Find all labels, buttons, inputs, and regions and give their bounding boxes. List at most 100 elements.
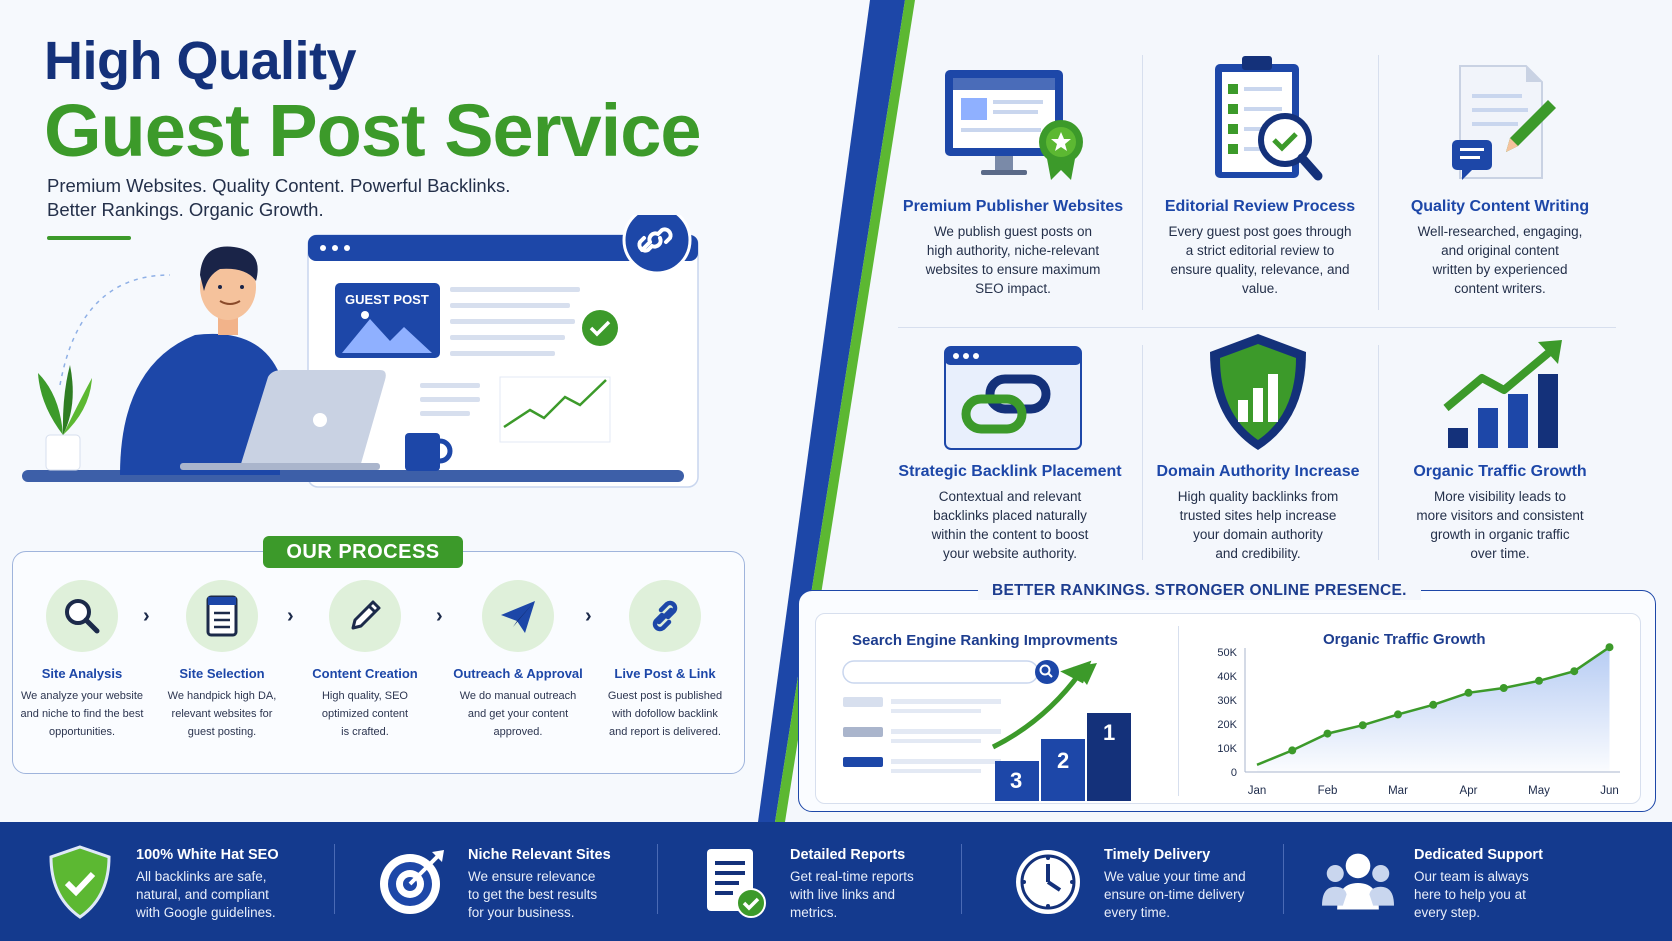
ranking-illustration [842,660,1131,801]
x-tick-label: Jan [1248,785,1267,797]
clipboard-magnifier-icon [1140,50,1380,190]
title-rule [47,236,131,240]
y-tick-label: 40K [1217,671,1237,683]
step-title: Outreach & Approval [453,666,583,681]
rankings-heading: BETTER RANKINGS. STRONGER ONLINE PRESENC… [978,582,1421,600]
footer-desc-line: Get real-time reports [790,869,914,884]
footer-desc-line: to get the best results [468,887,598,902]
traffic-data-point [1288,746,1297,755]
step-desc-line: and get your content [467,708,569,720]
hero-illustration [22,215,699,488]
process-step-site-selection: Site Selection We handpick high DA, rele… [147,580,297,741]
step-desc-line: and niche to find the best [20,708,144,720]
footer-desc-line: every time. [1104,905,1171,920]
step-desc: We do manual outreach and get your conte… [443,687,593,741]
traffic-area-fill [1257,647,1610,772]
paper-plane-icon [482,580,554,652]
step-title: Site Analysis [41,666,123,681]
bar-growth-icon [1380,315,1620,455]
step-desc-line: Guest post is published [607,690,723,702]
footer-desc-line: natural, and compliant [136,887,269,902]
footer-desc-line: We ensure relevance [468,869,596,884]
footer-desc-line: every step. [1414,905,1481,920]
chevron-right-icon: › [585,605,592,627]
footer-item-title: 100% White Hat SEO [136,847,279,863]
step-title: Live Post & Link [614,666,716,681]
footer-divider [961,844,962,914]
report-icon [698,844,770,920]
step-desc-line: with dofollow backlink [612,708,718,720]
feature-desc-line: within the content to boost [931,527,1089,542]
feature-premium-publisher: Premium Publisher Websites We publish gu… [893,50,1133,298]
document-pen-icon [1380,50,1620,190]
y-tick-label: 0 [1231,767,1237,779]
process-step-content-creation: Content Creation High quality, SEO optim… [290,580,440,741]
podium-rank-3: 3 [1010,768,1023,793]
feature-title: Domain Authority Increase [1156,463,1360,480]
footer-item-title: Dedicated Support [1414,847,1543,863]
traffic-data-point [1429,700,1438,709]
traffic-chart-title: Organic Traffic Growth [1323,631,1486,648]
feature-quality-content: Quality Content Writing Well-researched,… [1380,50,1620,298]
step-desc-line: guest posting. [187,726,257,738]
step-title: Site Selection [179,666,265,681]
feature-desc-line: Contextual and relevant [938,489,1082,504]
feature-desc-line: your domain authority [1193,527,1323,542]
chevron-right-icon: › [143,605,150,627]
title-line-2: Guest Post Service [44,89,702,172]
x-tick-label: Mar [1388,785,1408,797]
feature-desc-line: high authority, niche-relevant [926,243,1100,258]
footer-bar: 100% White Hat SEO All backlinks are saf… [0,822,1672,941]
process-step-outreach: Outreach & Approval We do manual outreac… [443,580,593,741]
footer-item-title: Niche Relevant Sites [468,847,611,863]
footer-item-desc: We value your time and ensure on-time de… [1104,868,1274,922]
feature-desc: More visibility leads to more visitors a… [1380,487,1620,563]
feature-desc-line: SEO impact. [975,281,1051,296]
feature-desc-line: content writers. [1454,281,1546,296]
feature-domain-authority: Domain Authority Increase High quality b… [1138,315,1378,563]
step-desc-line: We do manual outreach [459,690,577,702]
feature-desc-line: your website authority. [942,546,1078,561]
title-line-1: High Quality [44,31,357,91]
feature-desc: Contextual and relevant backlinks placed… [890,487,1130,563]
step-desc: We analyze your website and niche to fin… [7,687,157,741]
feature-desc-line: ensure quality, relevance, and [1170,262,1350,277]
y-tick-label: 30K [1217,695,1237,707]
footer-desc-line: with live links and [790,887,896,902]
team-icon [1322,844,1394,920]
feature-desc-line: over time. [1470,546,1530,561]
footer-item-title: Timely Delivery [1104,847,1211,863]
x-tick-label: Jun [1600,785,1619,797]
footer-desc-line: We value your time and [1104,869,1246,884]
feature-desc: Well-researched, engaging, and original … [1380,222,1620,298]
feature-desc-line: Every guest post goes through [1168,224,1352,239]
traffic-data-point [1394,710,1402,719]
clock-icon [1012,844,1084,920]
feature-desc-line: growth in organic traffic [1430,527,1570,542]
browser-link-icon [890,315,1130,455]
traffic-data-point [1323,729,1332,738]
tagline-line-1: Premium Websites. Quality Content. Power… [47,175,511,196]
footer-item-title: Detailed Reports [790,847,906,863]
footer-divider [657,844,658,914]
tagline: Premium Websites. Quality Content. Power… [47,174,510,222]
footer-divider [334,844,335,914]
traffic-data-point [1464,688,1473,697]
feature-desc-line: websites to ensure maximum [925,262,1101,277]
step-desc-line: approved. [493,726,543,738]
chevron-right-icon: › [436,605,443,627]
feature-desc-line: High quality backlinks from [1177,489,1339,504]
feature-desc-line: and credibility. [1215,546,1301,561]
feature-title: Strategic Backlink Placement [898,463,1122,480]
feature-divider [1378,55,1379,310]
feature-backlink-placement: Strategic Backlink Placement Contextual … [890,315,1130,563]
footer-desc-line: for your business. [468,905,575,920]
footer-desc-line: Our team is always [1414,869,1529,884]
pencil-icon [329,580,401,652]
step-desc-line: We analyze your website [20,690,144,702]
shield-chart-icon [1138,315,1378,455]
chevron-right-icon: › [287,605,294,627]
feature-editorial-review: Editorial Review Process Every guest pos… [1140,50,1380,298]
step-desc-line: High quality, SEO [321,690,408,702]
feature-desc-line: trusted sites help increase [1179,508,1337,523]
